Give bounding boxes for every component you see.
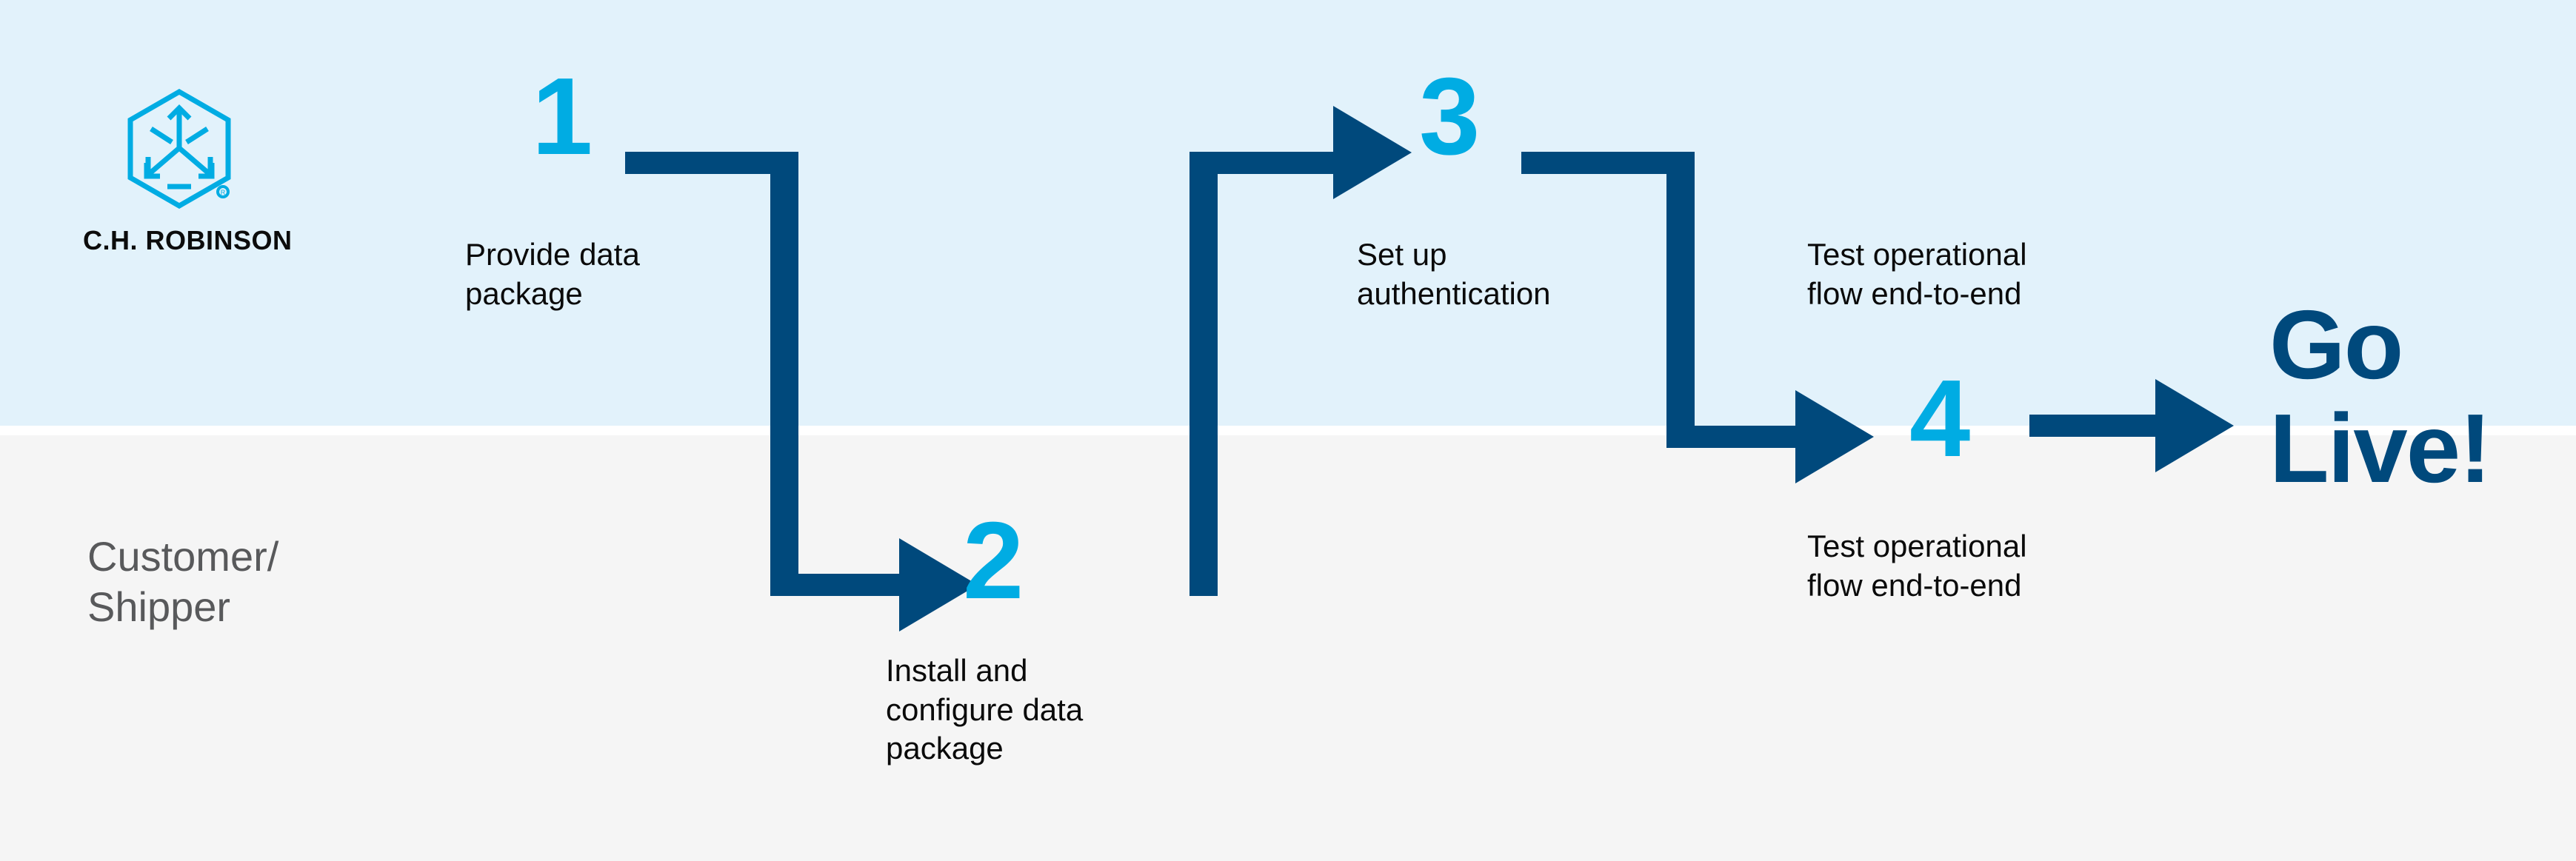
step-2-label-line-3: package <box>886 731 1004 765</box>
step-4-label-line-1: Test operational <box>1807 529 2027 563</box>
annotation-test-operational-flow-top: Test operational flow end-to-end <box>1807 235 2118 313</box>
step-4-label-line-2: flow end-to-end <box>1807 567 2022 603</box>
annotation-top-line-1: Test operational <box>1807 237 2027 272</box>
step-3-number: 3 <box>1419 56 1480 178</box>
step-3-label-line-2: authentication <box>1357 275 1551 311</box>
step-4-label: Test operational flow end-to-end <box>1807 527 2118 605</box>
brand-logo-block: R C.H. ROBINSON <box>83 88 293 256</box>
lane-label-line-2: Shipper <box>87 583 231 631</box>
step-4-number: 4 <box>1909 358 1970 480</box>
step-1-label: Provide data package <box>465 235 717 313</box>
step-1-number: 1 <box>532 56 593 178</box>
annotation-top-line-2: flow end-to-end <box>1807 275 2022 311</box>
outcome-go-live: Go Live! <box>2269 290 2492 503</box>
step-2-label: Install and configure data package <box>886 651 1182 768</box>
band-ch-robinson <box>0 0 2576 426</box>
brand-wordmark: C.H. ROBINSON <box>83 225 293 255</box>
outcome-line-1: Go <box>2269 290 2403 399</box>
step-1-label-line-2: package <box>465 275 583 311</box>
step-3-label: Set up authentication <box>1357 235 1653 313</box>
band-customer-shipper <box>0 435 2576 861</box>
svg-text:R: R <box>221 189 226 196</box>
lane-label-line-1: Customer/ <box>87 533 279 580</box>
lane-label-customer-shipper: Customer/ Shipper <box>87 532 398 633</box>
step-2-label-line-2: configure data <box>886 691 1084 727</box>
step-2-number: 2 <box>963 500 1024 622</box>
step-3-label-line-1: Set up <box>1357 237 1447 272</box>
step-1-label-line-1: Provide data <box>465 237 640 272</box>
ch-robinson-hexagon-cube-logo-icon: R <box>126 88 233 210</box>
step-2-label-line-1: Install and <box>886 653 1028 688</box>
outcome-line-2: Live! <box>2269 393 2492 503</box>
